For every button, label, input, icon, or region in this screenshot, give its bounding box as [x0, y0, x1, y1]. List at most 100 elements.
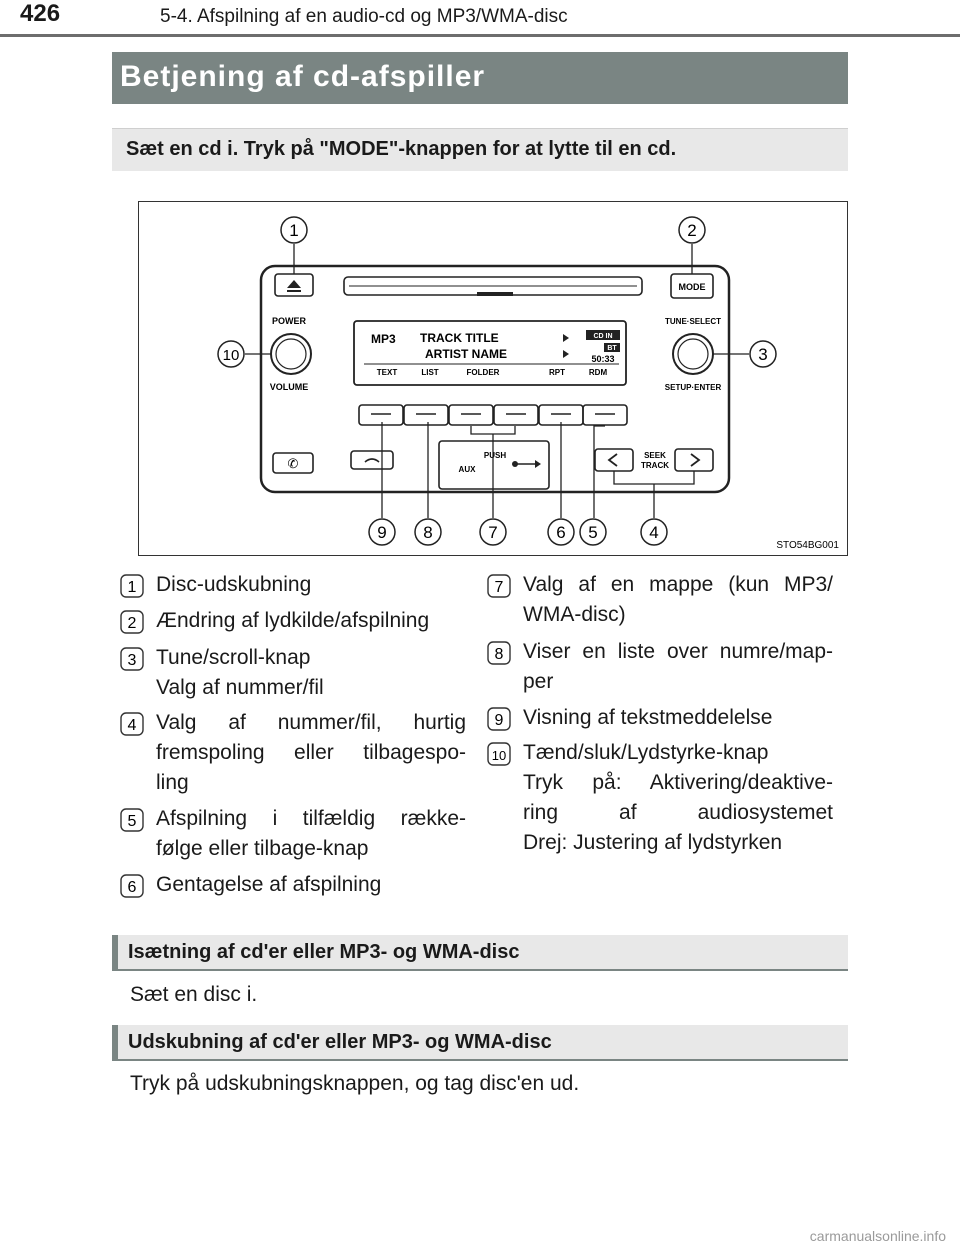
chevron-left-icon: [607, 453, 618, 467]
figure-code: STO54BG001: [776, 540, 839, 551]
volume-label: VOLUME: [270, 382, 309, 392]
section-insert-text: Sæt en disc i.: [130, 983, 258, 1006]
power-label: POWER: [272, 316, 307, 326]
callout-8: 8: [414, 518, 442, 546]
preset-button[interactable]: [403, 404, 449, 426]
preset-button[interactable]: [493, 404, 539, 426]
svg-text:9: 9: [377, 523, 386, 542]
display-screen: [353, 320, 627, 386]
legend-line: Ændring af lydkilde/afspilning: [156, 609, 430, 632]
svg-text:9: 9: [495, 712, 504, 729]
callout-badge: 3: [120, 647, 144, 671]
legend-line: Valg af nummer/fil: [156, 676, 324, 699]
svg-text:8: 8: [495, 646, 504, 663]
callout-badge: 7: [487, 574, 511, 598]
softkey-label: LIST: [421, 368, 438, 377]
svg-text:6: 6: [128, 879, 137, 896]
softkey-label: TEXT: [377, 368, 398, 377]
page-header: 426 5-4. Afspilning af en audio-cd og MP…: [0, 0, 960, 40]
hangup-icon: [364, 458, 380, 463]
section-eject-text: Tryk på udskubningsknappen, og tag disc'…: [130, 1072, 580, 1095]
callout-badge: 4: [120, 712, 144, 736]
track-label: TRACK: [641, 461, 669, 470]
svg-text:10: 10: [223, 347, 240, 364]
setup-enter-label: SETUP·ENTER: [665, 383, 722, 392]
softkey-label: RDM: [589, 368, 608, 377]
legend-line: Tryk på: Aktivering/deaktive-: [523, 771, 833, 794]
display-format: MP3: [371, 332, 396, 346]
legend-line: Tænd/sluk/Lydstyrke-knap: [523, 741, 769, 764]
svg-text:7: 7: [495, 579, 504, 596]
svg-text:1: 1: [289, 221, 298, 240]
intro-box: Sæt en cd i. Tryk på "MODE"-knappen for …: [112, 128, 848, 171]
tune-knob: [672, 333, 714, 375]
aux-usb-panel: [438, 440, 550, 490]
phone-icon: ✆: [288, 456, 299, 471]
section-eject-title: Udskubning af cd'er eller MP3- og WMA-di…: [112, 1025, 848, 1061]
mode-label: MODE: [679, 282, 706, 292]
seek-label: SEEK: [644, 451, 666, 460]
display-bt: BT: [607, 345, 617, 352]
watermark: carmanualsonline.info: [809, 1228, 946, 1244]
callout-9: 9: [368, 518, 396, 546]
seek-back-button: [594, 448, 634, 472]
svg-text:5: 5: [588, 523, 597, 542]
legend-line: Valg af nummer/fil, hurtig: [156, 711, 466, 734]
legend-line: Disc-udskubning: [156, 573, 312, 596]
callout-badge: 8: [487, 641, 511, 665]
softkey-label: FOLDER: [467, 368, 500, 377]
legend-line: ling: [156, 771, 189, 794]
push-label: PUSH: [484, 451, 506, 460]
legend-line: Drej: Justering af lydstyrken: [523, 831, 783, 854]
callout-badge: 9: [487, 707, 511, 731]
callout-1: 1: [280, 216, 308, 244]
eject-icon: [287, 280, 301, 288]
section-insert-title: Isætning af cd'er eller MP3- og WMA-disc: [112, 935, 848, 971]
legend-line: Visning af tekstmeddelelse: [523, 706, 773, 729]
legend-line: fremspoling eller tilbagespo-: [156, 741, 466, 764]
svg-text:6: 6: [556, 523, 565, 542]
display-track-title: TRACK TITLE: [420, 331, 499, 345]
legend-line: Tune/scroll-knap: [156, 646, 311, 669]
chapter-title: 5-4. Afspilning af en audio-cd og MP3/WM…: [160, 6, 568, 27]
page-title: Betjening af cd-afspiller: [112, 52, 848, 104]
svg-text:2: 2: [128, 615, 137, 632]
svg-text:7: 7: [488, 523, 497, 542]
page-number: 426: [20, 0, 61, 27]
legend-line: Valg af en mappe (kun MP3/: [523, 573, 833, 596]
unit-outline: [259, 264, 731, 494]
tune-select-label: TUNE·SELECT: [665, 317, 721, 326]
legend-line: følge eller tilbage-knap: [156, 837, 369, 860]
svg-text:4: 4: [128, 717, 137, 734]
svg-text:8: 8: [423, 523, 432, 542]
seek-forward-button: [674, 448, 714, 472]
display-artist-name: ARTIST NAME: [425, 347, 507, 361]
legend-line: per: [523, 670, 554, 693]
callout-2: 2: [678, 216, 706, 244]
callout-badge: 2: [120, 610, 144, 634]
svg-text:4: 4: [649, 523, 658, 542]
legend-line: Viser en liste over numre/map-: [523, 640, 833, 663]
svg-text:2: 2: [687, 221, 696, 240]
callout-badge: 5: [120, 808, 144, 832]
callout-badge: 1: [120, 574, 144, 598]
display-time: 50:33: [591, 354, 614, 364]
callout-3: 3: [749, 340, 777, 368]
preset-button[interactable]: [358, 404, 404, 426]
callout-5: 5: [579, 518, 607, 546]
callout-7: 7: [479, 518, 507, 546]
preset-button[interactable]: [448, 404, 494, 426]
leader-lines: [245, 244, 749, 518]
softkey-label: RPT: [549, 368, 565, 377]
callout-badge: 6: [120, 874, 144, 898]
legend-line: Afspilning i tilfældig række-: [156, 807, 466, 830]
svg-text:1: 1: [128, 579, 137, 596]
preset-button[interactable]: [582, 404, 628, 426]
power-volume-knob: [270, 333, 312, 375]
audio-unit-illustration: MODE POWER VOLUME TUNE·SELECT SETUP·ENTE…: [217, 216, 839, 551]
svg-text:10: 10: [492, 748, 506, 763]
callout-4: 4: [640, 518, 668, 546]
callout-badge: 10: [487, 742, 511, 766]
hangup-button: [350, 450, 394, 470]
display-cd-in: CD IN: [593, 333, 612, 340]
